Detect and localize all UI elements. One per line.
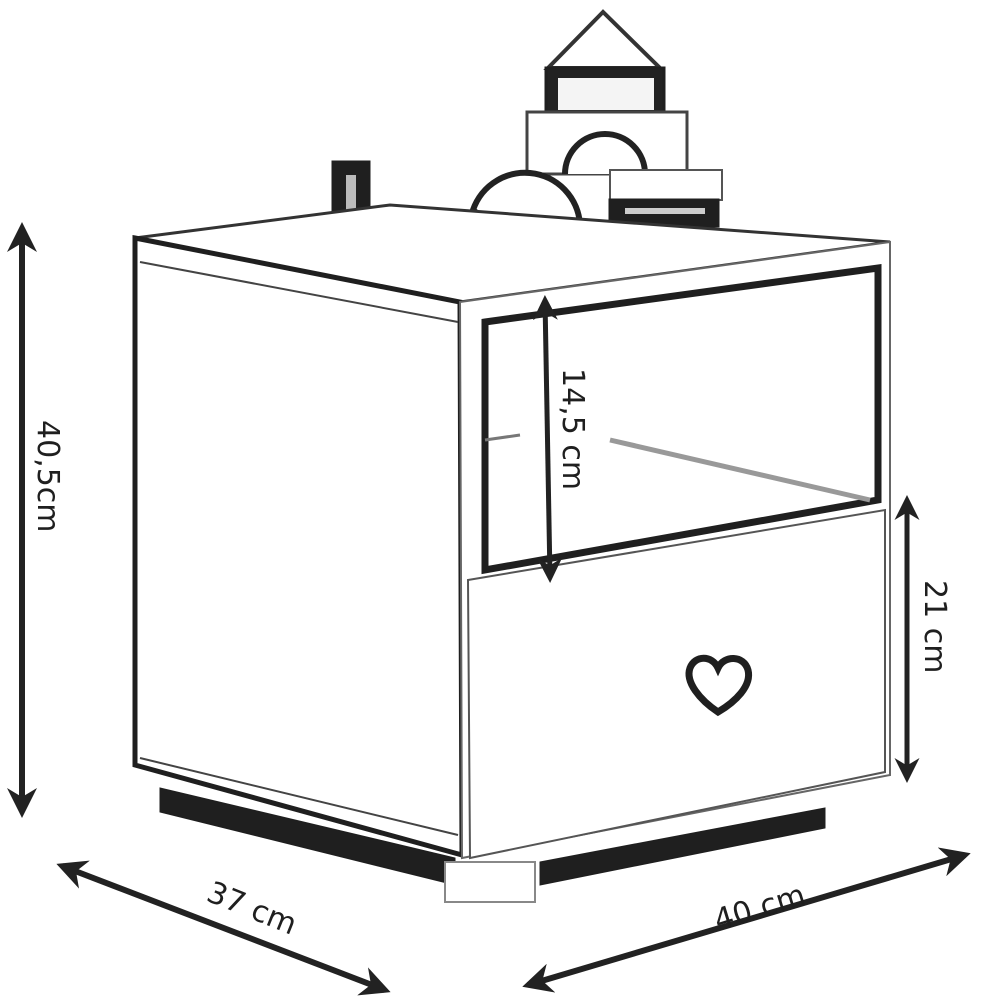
width-dimension-arrow: [522, 847, 971, 993]
shelf-height-label: 14,5 cm: [555, 368, 590, 491]
height-label: 40,5cm: [30, 420, 65, 533]
heart-handle-icon: [685, 654, 753, 717]
depth-dimension-arrow: [56, 860, 391, 996]
nightstand-body: [132, 203, 891, 903]
shelf-height-dimension-arrow: [532, 295, 563, 583]
drawer-height-label: 21 cm: [917, 580, 952, 674]
